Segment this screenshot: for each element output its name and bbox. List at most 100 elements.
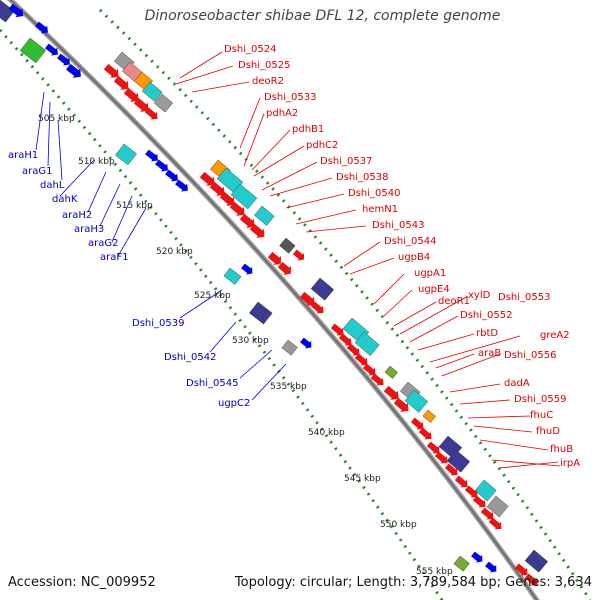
gene-arrow[interactable]	[418, 426, 435, 443]
gene-label[interactable]: araB	[478, 348, 501, 359]
gene-block[interactable]	[19, 37, 47, 64]
gene-label[interactable]: ugpA1	[414, 268, 446, 279]
gene-label[interactable]: pdhB1	[292, 124, 324, 135]
gene-arrow[interactable]	[122, 86, 142, 105]
gene-arrow[interactable]	[392, 396, 412, 415]
gene-label[interactable]: Dshi_0539	[132, 318, 184, 329]
gene-arrow[interactable]	[354, 352, 371, 369]
gene-block[interactable]	[230, 183, 258, 210]
gene-label[interactable]: deoR1	[438, 296, 470, 307]
gene-label[interactable]: Dshi_0538	[336, 172, 388, 183]
gene-block[interactable]	[404, 389, 429, 413]
gene-arrow[interactable]	[154, 158, 171, 174]
gene-arrow[interactable]	[382, 384, 402, 403]
gene-arrow[interactable]	[208, 180, 228, 199]
gene-label[interactable]: Dshi_0537	[320, 156, 372, 167]
gene-label[interactable]: Dshi_0545	[186, 378, 238, 389]
gene-label[interactable]: ugpB4	[398, 252, 430, 263]
gene-arrow[interactable]	[292, 248, 308, 263]
gene-block[interactable]	[310, 277, 335, 301]
gene-arrow[interactable]	[164, 168, 181, 184]
gene-arrow[interactable]	[7, 2, 26, 21]
gene-label[interactable]: dadA	[504, 378, 530, 389]
gene-label[interactable]: Dshi_0559	[514, 394, 566, 405]
gene-block[interactable]	[249, 301, 273, 325]
gene-arrow[interactable]	[228, 200, 248, 219]
gene-arrow[interactable]	[310, 300, 327, 317]
gene-label[interactable]: araH1	[8, 150, 38, 161]
gene-arrow[interactable]	[102, 62, 122, 81]
gene-label[interactable]: dahL	[40, 180, 65, 191]
gene-arrow[interactable]	[472, 494, 489, 511]
gene-label[interactable]: ugpC2	[218, 398, 250, 409]
gene-label[interactable]: Dshi_0525	[238, 60, 290, 71]
gene-label[interactable]: pdhC2	[306, 140, 338, 151]
gene-arrow[interactable]	[248, 222, 268, 241]
gene-block[interactable]	[354, 331, 380, 356]
gene-label[interactable]: Dshi_0544	[384, 236, 436, 247]
gene-arrow[interactable]	[144, 106, 161, 123]
gene-arrow[interactable]	[266, 250, 284, 268]
gene-arrow[interactable]	[174, 178, 191, 194]
gene-label[interactable]: Dshi_0542	[164, 352, 216, 363]
gene-block[interactable]	[453, 555, 470, 572]
gene-label[interactable]: irpA	[560, 458, 580, 469]
gene-arrow[interactable]	[218, 190, 238, 209]
gene-label[interactable]: Dshi_0524	[224, 44, 276, 55]
gene-label[interactable]: araG1	[22, 166, 52, 177]
gene-arrow[interactable]	[198, 170, 218, 189]
gene-label[interactable]: ugpE4	[418, 284, 450, 295]
gene-block[interactable]	[281, 339, 298, 356]
gene-arrow[interactable]	[410, 416, 427, 433]
gene-arrow[interactable]	[238, 212, 258, 231]
gene-arrow[interactable]	[444, 462, 461, 479]
gene-arrow[interactable]	[470, 550, 486, 565]
gene-arrow[interactable]	[362, 362, 379, 379]
gene-block[interactable]	[279, 237, 296, 254]
gene-arrow[interactable]	[299, 336, 315, 351]
gene-label[interactable]: hemN1	[362, 204, 398, 215]
gene-block[interactable]	[524, 549, 549, 573]
gene-block[interactable]	[422, 409, 436, 423]
gene-label[interactable]: deoR2	[252, 76, 284, 87]
gene-label[interactable]: greA2	[540, 330, 570, 341]
gene-label[interactable]: araH3	[74, 224, 104, 235]
gene-arrow[interactable]	[524, 572, 541, 589]
gene-label[interactable]: fhuD	[536, 426, 560, 437]
gene-arrow[interactable]	[484, 560, 500, 575]
gene-arrow[interactable]	[144, 148, 161, 164]
gene-arrow[interactable]	[34, 20, 51, 36]
gene-arrow[interactable]	[514, 562, 531, 579]
gene-arrow[interactable]	[370, 372, 387, 389]
gene-block[interactable]	[446, 449, 471, 473]
gene-arrow[interactable]	[434, 450, 451, 467]
gene-block[interactable]	[0, 0, 15, 23]
gene-arrow[interactable]	[276, 260, 294, 278]
gene-block[interactable]	[115, 143, 137, 166]
gene-label[interactable]: Dshi_0533	[264, 92, 316, 103]
gene-block[interactable]	[254, 205, 275, 226]
gene-block[interactable]	[223, 267, 242, 285]
gene-arrow[interactable]	[56, 52, 73, 68]
gene-arrow[interactable]	[464, 484, 481, 501]
gene-block[interactable]	[486, 495, 509, 518]
gene-block[interactable]	[384, 365, 398, 379]
gene-block[interactable]	[154, 93, 174, 113]
gene-label[interactable]: Dshi_0543	[372, 220, 424, 231]
gene-arrow[interactable]	[488, 516, 505, 533]
gene-label[interactable]: araH2	[62, 210, 92, 221]
gene-block[interactable]	[474, 479, 497, 502]
gene-arrow[interactable]	[240, 262, 256, 277]
gene-label[interactable]: dahK	[52, 194, 78, 205]
gene-arrow[interactable]	[346, 342, 363, 359]
gene-arrow[interactable]	[330, 322, 347, 339]
gene-label[interactable]: pdhA2	[266, 108, 298, 119]
gene-label[interactable]: Dshi_0552	[460, 310, 512, 321]
gene-label[interactable]: Dshi_0540	[348, 188, 400, 199]
gene-label[interactable]: xylD	[468, 290, 491, 301]
gene-arrow[interactable]	[132, 96, 152, 115]
gene-arrow[interactable]	[426, 440, 443, 457]
gene-label[interactable]: fhuB	[550, 444, 573, 455]
gene-label[interactable]: fhuC	[530, 410, 553, 421]
gene-block[interactable]	[142, 81, 163, 102]
